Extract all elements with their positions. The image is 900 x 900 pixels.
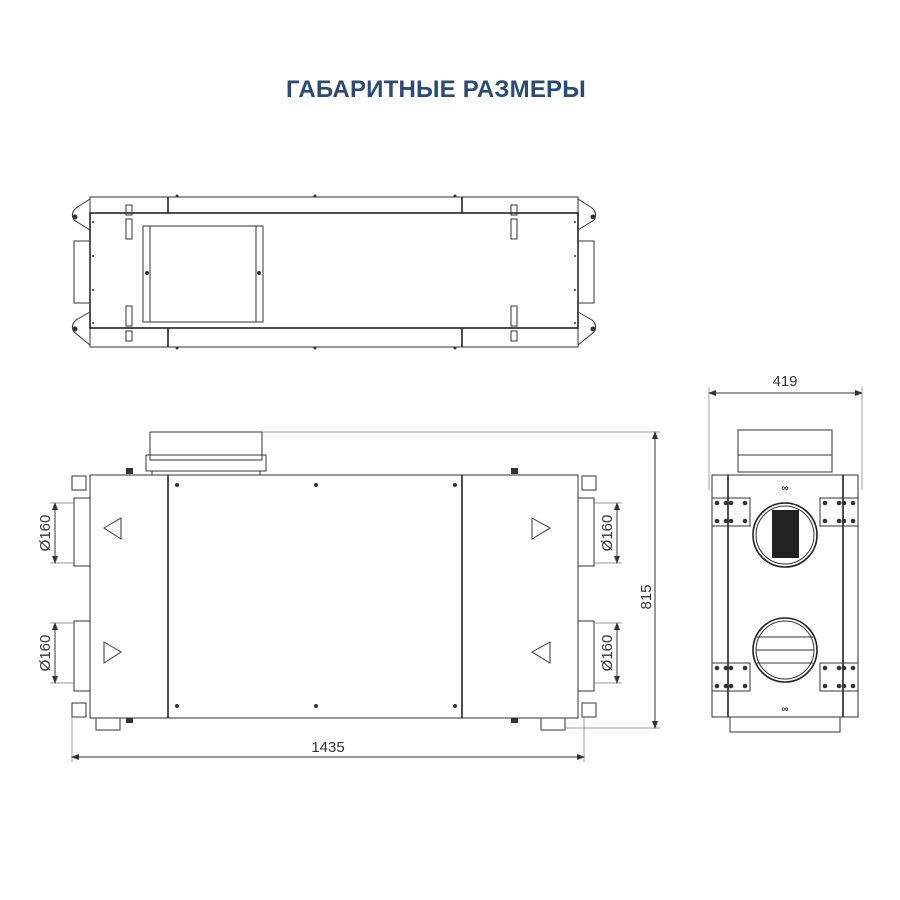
duct-diameter-right-bottom: Ø160	[599, 635, 616, 672]
front-view: 1435 815 Ø160 Ø160 Ø160 Ø160	[37, 431, 660, 762]
page-title: ГАБАРИТНЫЕ РАЗМЕРЫ	[286, 76, 586, 103]
side-view: ∞ ∞ 419	[708, 373, 863, 733]
width-dimension: 419	[772, 373, 797, 390]
duct-diameter-right-top: Ø160	[599, 515, 616, 552]
svg-text:∞: ∞	[781, 704, 788, 715]
length-dimension: 1435	[311, 739, 344, 756]
top-view	[71, 194, 597, 350]
duct-diameter-left-bottom: Ø160	[37, 635, 54, 672]
svg-text:∞: ∞	[781, 483, 788, 494]
height-dimension: 815	[638, 584, 655, 609]
duct-diameter-left-top: Ø160	[37, 515, 54, 552]
